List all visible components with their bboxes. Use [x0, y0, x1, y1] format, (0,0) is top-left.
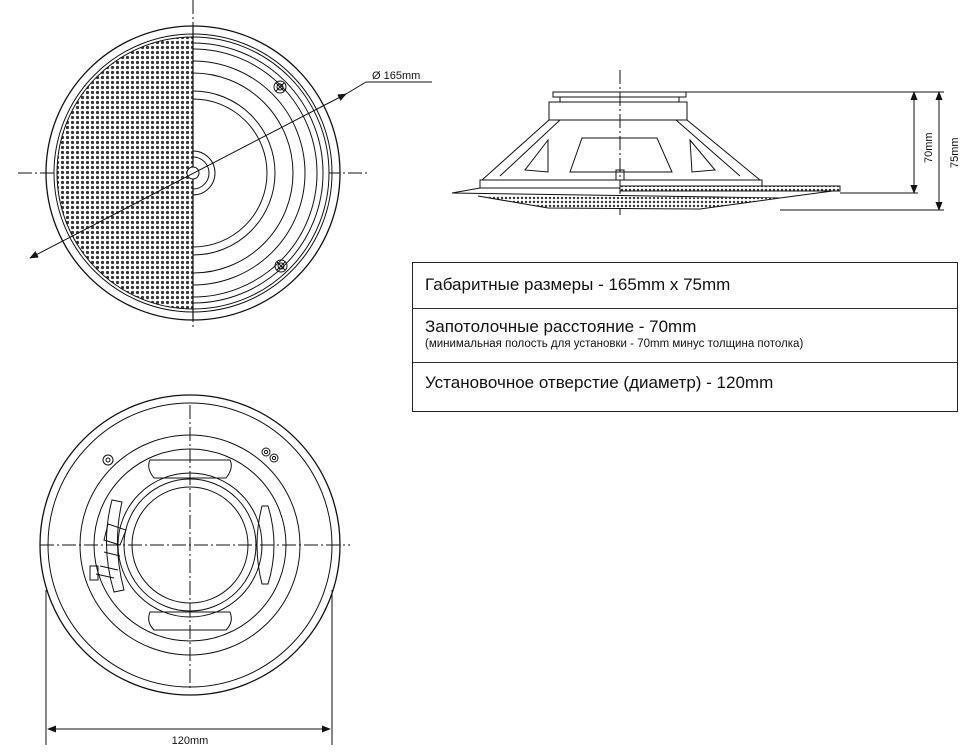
screw-icon — [274, 259, 288, 273]
depth-total-label: 75mm — [949, 137, 961, 168]
depth-inner-label: 70mm — [923, 132, 935, 163]
front-view — [18, 0, 432, 330]
diameter-label: Ø 165mm — [372, 70, 420, 82]
spec-dimensions: Габаритные размеры - 165mm x 75mm — [425, 275, 731, 294]
spec-row-dimensions: Габаритные размеры - 165mm x 75mm — [413, 263, 957, 309]
rear-view — [39, 394, 350, 745]
specs-table: Габаритные размеры - 165mm x 75mm Запото… — [412, 262, 958, 412]
spec-clearance: Запотолочные расстояние - 70mm — [425, 317, 697, 336]
mount-hole-icon — [102, 454, 114, 466]
spec-cutout: Установочное отверстие (диаметр) - 120mm — [425, 373, 774, 392]
spec-row-cutout: Установочное отверстие (диаметр) - 120mm — [413, 363, 957, 409]
spec-row-clearance: Запотолочные расстояние - 70mm (минималь… — [413, 309, 957, 363]
cutout-label: 120mm — [172, 735, 209, 747]
mount-hole-icon — [261, 447, 279, 463]
screw-icon — [273, 80, 287, 94]
side-view — [451, 70, 944, 215]
spec-clearance-note: (минимальная полость для установки - 70m… — [425, 338, 804, 350]
